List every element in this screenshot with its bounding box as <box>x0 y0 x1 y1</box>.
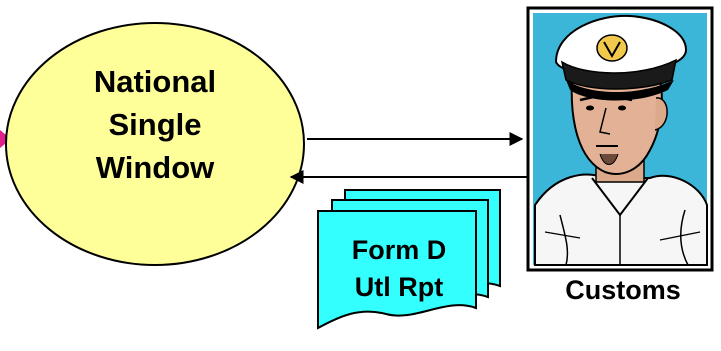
document-label: Form D Utl Rpt <box>318 232 480 306</box>
document-label-line-2: Utl Rpt <box>354 272 444 302</box>
document-page-front <box>317 210 477 330</box>
customs-label: Customs <box>565 275 681 305</box>
nsw-label-line-2: Single <box>108 107 202 142</box>
document-label-line-1: Form D <box>351 235 447 265</box>
customs-officer-clipart <box>526 6 714 272</box>
document-stack <box>317 189 501 330</box>
nsw-label-line-1: National <box>93 64 217 99</box>
national-single-window-label: National Single Window <box>44 60 266 189</box>
national-single-window-ellipse <box>5 22 305 266</box>
nsw-label-line-3: Window <box>95 150 215 185</box>
